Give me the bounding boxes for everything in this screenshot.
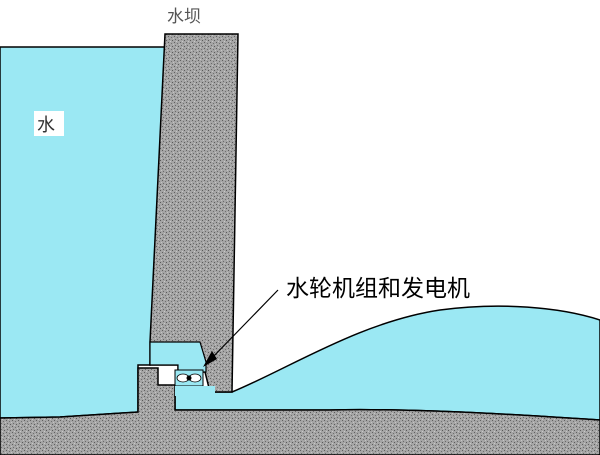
outlet-channel [175, 386, 215, 396]
water-label: 水 [37, 115, 55, 136]
dam-body [149, 33, 239, 393]
water-label-bg [34, 111, 64, 136]
ground [0, 367, 600, 455]
dam-label: 水坝 [167, 7, 201, 27]
leader-line [209, 289, 279, 361]
leader-arrowhead [203, 351, 217, 367]
downstream-water [174, 305, 600, 421]
reservoir-water [0, 46, 166, 419]
turbine-unit [174, 369, 204, 387]
turbine-generator-label: 水轮机组和发电机 [286, 276, 470, 302]
